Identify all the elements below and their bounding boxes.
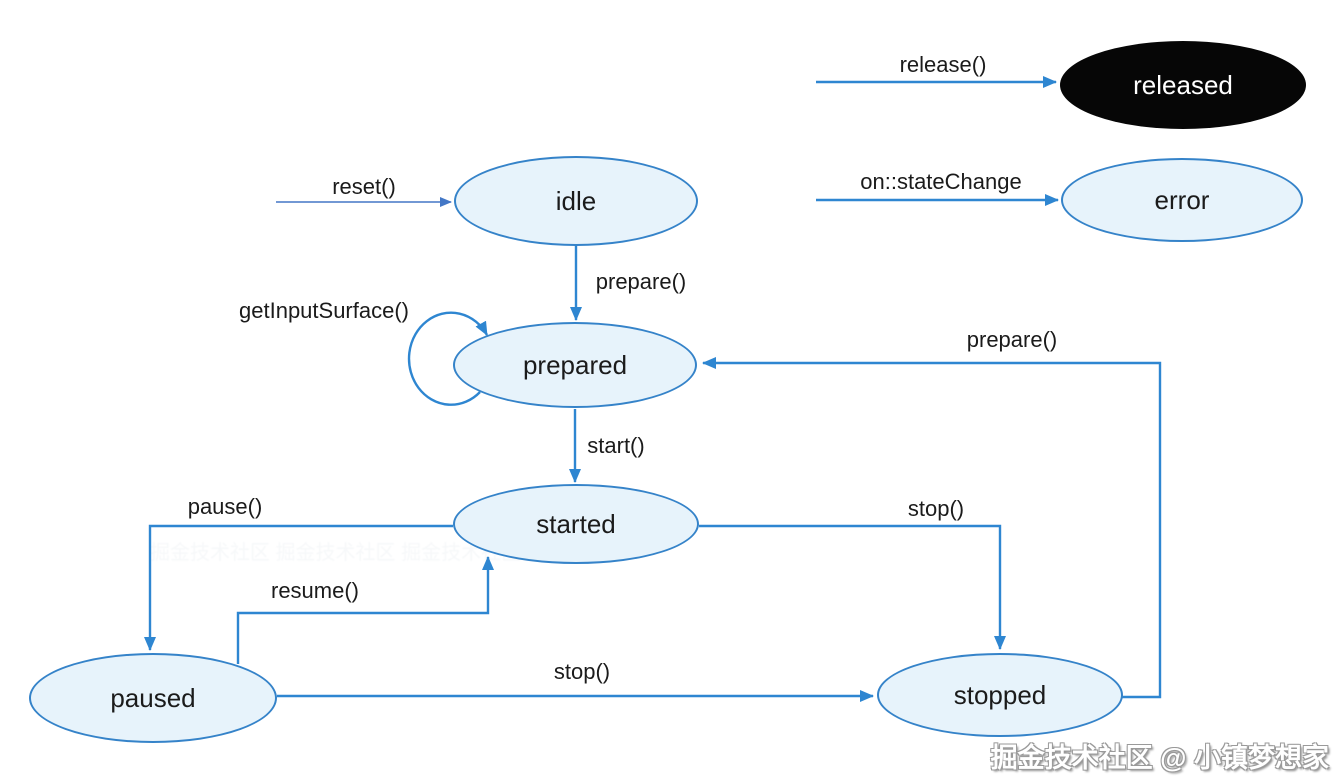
state-label-idle: idle bbox=[555, 185, 597, 216]
edge-label-pause: pause() bbox=[187, 494, 263, 519]
state-label-error: error bbox=[1154, 184, 1210, 215]
state-node-started: started bbox=[453, 484, 699, 564]
state-node-prepared: prepared bbox=[453, 322, 697, 408]
state-node-paused: paused bbox=[29, 653, 277, 743]
state-node-stopped: stopped bbox=[877, 653, 1123, 737]
edge-label-stop-from-paused: stop() bbox=[553, 659, 611, 684]
state-label-prepared: prepared bbox=[522, 349, 628, 380]
edge-label-resume: resume() bbox=[270, 578, 360, 603]
edge-get-input-surface-loop bbox=[407, 311, 489, 406]
edge-prepare-from-stopped bbox=[702, 357, 1162, 699]
state-label-paused: paused bbox=[110, 682, 196, 713]
edge-resume bbox=[236, 556, 494, 664]
background-watermark: 掘金技术社区 掘金技术社区 掘金技术社区 bbox=[150, 542, 522, 564]
watermark-credit: 掘金技术社区 @ 小镇梦想家 bbox=[990, 743, 1329, 773]
state-label-started: started bbox=[536, 508, 616, 539]
edge-label-stop-from-started: stop() bbox=[907, 496, 965, 521]
edge-label-start: start() bbox=[587, 433, 645, 458]
state-node-released: released bbox=[1060, 41, 1306, 129]
state-label-released: released bbox=[1133, 69, 1233, 100]
state-node-idle: idle bbox=[454, 156, 698, 246]
edge-label-release: release() bbox=[899, 52, 987, 77]
state-node-error: error bbox=[1061, 158, 1303, 242]
edge-pause bbox=[144, 524, 453, 651]
edge-stop-from-started bbox=[699, 524, 1006, 650]
edge-label-prepare-from-idle: prepare() bbox=[595, 269, 687, 294]
edge-label-reset: reset() bbox=[332, 174, 396, 199]
edge-label-on-state-change: on::stateChange bbox=[860, 169, 1022, 194]
state-label-stopped: stopped bbox=[953, 679, 1047, 710]
edge-label-prepare-from-stopped: prepare() bbox=[966, 327, 1058, 352]
edge-label-get-input-surface: getInputSurface() bbox=[239, 298, 409, 323]
